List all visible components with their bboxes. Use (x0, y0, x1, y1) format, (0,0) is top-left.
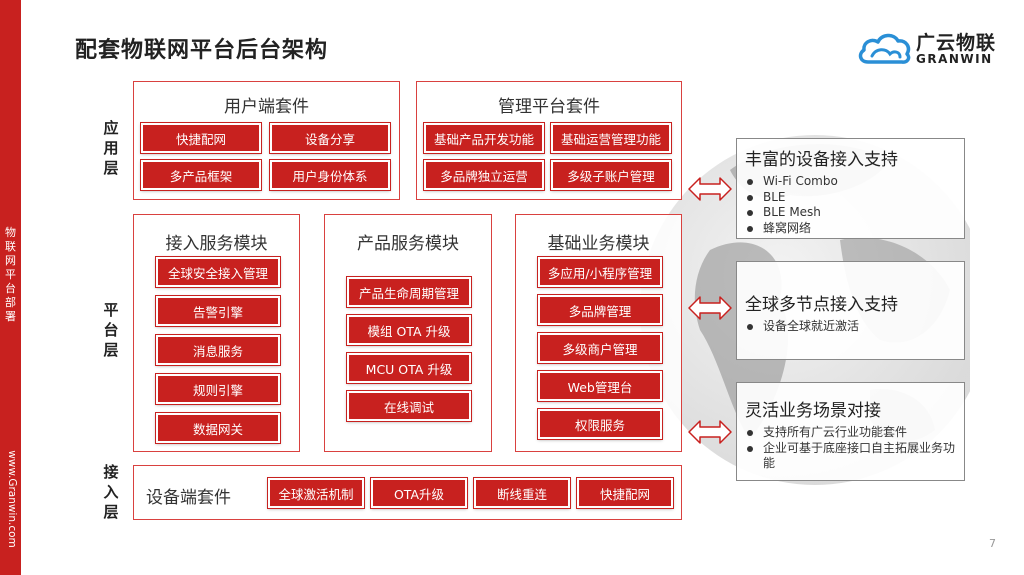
business-module-item: 多品牌管理 (537, 294, 663, 326)
business-scenario-support-box: 灵活业务场景对接 支持所有广云行业功能套件 企业可基于底座接口自主拓展业务功能 (736, 382, 965, 481)
access-module-item: 全球安全接入管理 (155, 256, 281, 288)
double-arrow-icon (688, 296, 732, 320)
user-suite-item: 设备分享 (269, 122, 391, 154)
device-suite-item: 断线重连 (473, 477, 571, 509)
admin-suite-panel: 管理平台套件 基础产品开发功能 基础运营管理功能 多品牌独立运营 多级子账户管理 (416, 81, 682, 200)
access-module-item: 数据网关 (155, 412, 281, 444)
business-module-item: 权限服务 (537, 408, 663, 440)
product-module-item: 模组 OTA 升级 (346, 314, 472, 346)
support-bullet: BLE (747, 190, 838, 206)
business-module-item: 多应用/小程序管理 (537, 256, 663, 288)
support-title: 灵活业务场景对接 (745, 401, 881, 421)
access-module-item: 规则引擎 (155, 373, 281, 405)
product-module-item: 产品生命周期管理 (346, 276, 472, 308)
business-module-title: 基础业务模块 (547, 234, 650, 254)
layer-label-application: 应用层 (103, 119, 119, 177)
logo-text-en: GRANWIN (916, 52, 993, 66)
access-module-item: 告警引擎 (155, 295, 281, 327)
layer-label-access: 接入层 (103, 463, 119, 521)
side-strip (0, 0, 21, 575)
device-suite-item: 快捷配网 (576, 477, 674, 509)
department-label: 物联网平台部署 (5, 226, 16, 323)
page-number: 7 (989, 537, 996, 550)
page-title: 配套物联网平台后台架构 (75, 38, 329, 63)
logo-text-cn: 广云物联 (916, 32, 997, 54)
admin-suite-item: 基础运营管理功能 (550, 122, 672, 154)
global-node-support-box: 全球多节点接入支持 设备全球就近激活 (736, 261, 965, 360)
double-arrow-icon (688, 177, 732, 201)
product-module-item: MCU OTA 升级 (346, 352, 472, 384)
device-suite-panel: 设备端套件 全球激活机制 OTA升级 断线重连 快捷配网 (133, 465, 682, 520)
granwin-logo: 广云物联 GRANWIN (856, 28, 996, 70)
layer-label-platform: 平台层 (103, 301, 119, 359)
support-bullet: 企业可基于底座接口自主拓展业务功能 (747, 441, 957, 472)
device-access-support-box: 丰富的设备接入支持 Wi-Fi Combo BLE BLE Mesh 蜂窝网络 (736, 138, 965, 239)
support-bullet: 蜂窝网络 (747, 221, 838, 237)
website-url: www.Granwin.com (6, 450, 18, 548)
support-bullet: 支持所有广云行业功能套件 (747, 425, 957, 441)
business-module-item: Web管理台 (537, 370, 663, 402)
double-arrow-icon (688, 420, 732, 444)
support-title: 全球多节点接入支持 (745, 295, 898, 315)
product-module-title: 产品服务模块 (357, 234, 459, 254)
user-suite-title: 用户端套件 (224, 97, 309, 117)
cloud-logo-icon (858, 33, 911, 64)
admin-suite-item: 多品牌独立运营 (423, 159, 545, 191)
user-suite-panel: 用户端套件 快捷配网 设备分享 多产品框架 用户身份体系 (133, 81, 400, 200)
admin-suite-item: 基础产品开发功能 (423, 122, 545, 154)
admin-suite-item: 多级子账户管理 (550, 159, 672, 191)
support-bullet: 设备全球就近激活 (747, 319, 859, 335)
product-module-panel: 产品服务模块 产品生命周期管理 模组 OTA 升级 MCU OTA 升级 在线调… (324, 214, 492, 452)
user-suite-item: 用户身份体系 (269, 159, 391, 191)
access-module-item: 消息服务 (155, 334, 281, 366)
user-suite-item: 多产品框架 (140, 159, 262, 191)
business-module-item: 多级商户管理 (537, 332, 663, 364)
business-module-panel: 基础业务模块 多应用/小程序管理 多品牌管理 多级商户管理 Web管理台 权限服… (515, 214, 682, 452)
user-suite-item: 快捷配网 (140, 122, 262, 154)
device-suite-title: 设备端套件 (146, 488, 231, 508)
support-bullet: Wi-Fi Combo (747, 174, 838, 190)
product-module-item: 在线调试 (346, 390, 472, 422)
support-title: 丰富的设备接入支持 (745, 150, 898, 170)
access-module-title: 接入服务模块 (165, 234, 268, 254)
admin-suite-title: 管理平台套件 (498, 97, 600, 117)
access-module-panel: 接入服务模块 全球安全接入管理 告警引擎 消息服务 规则引擎 数据网关 (133, 214, 300, 452)
device-suite-item: 全球激活机制 (267, 477, 365, 509)
support-bullet: BLE Mesh (747, 205, 838, 221)
device-suite-item: OTA升级 (370, 477, 468, 509)
